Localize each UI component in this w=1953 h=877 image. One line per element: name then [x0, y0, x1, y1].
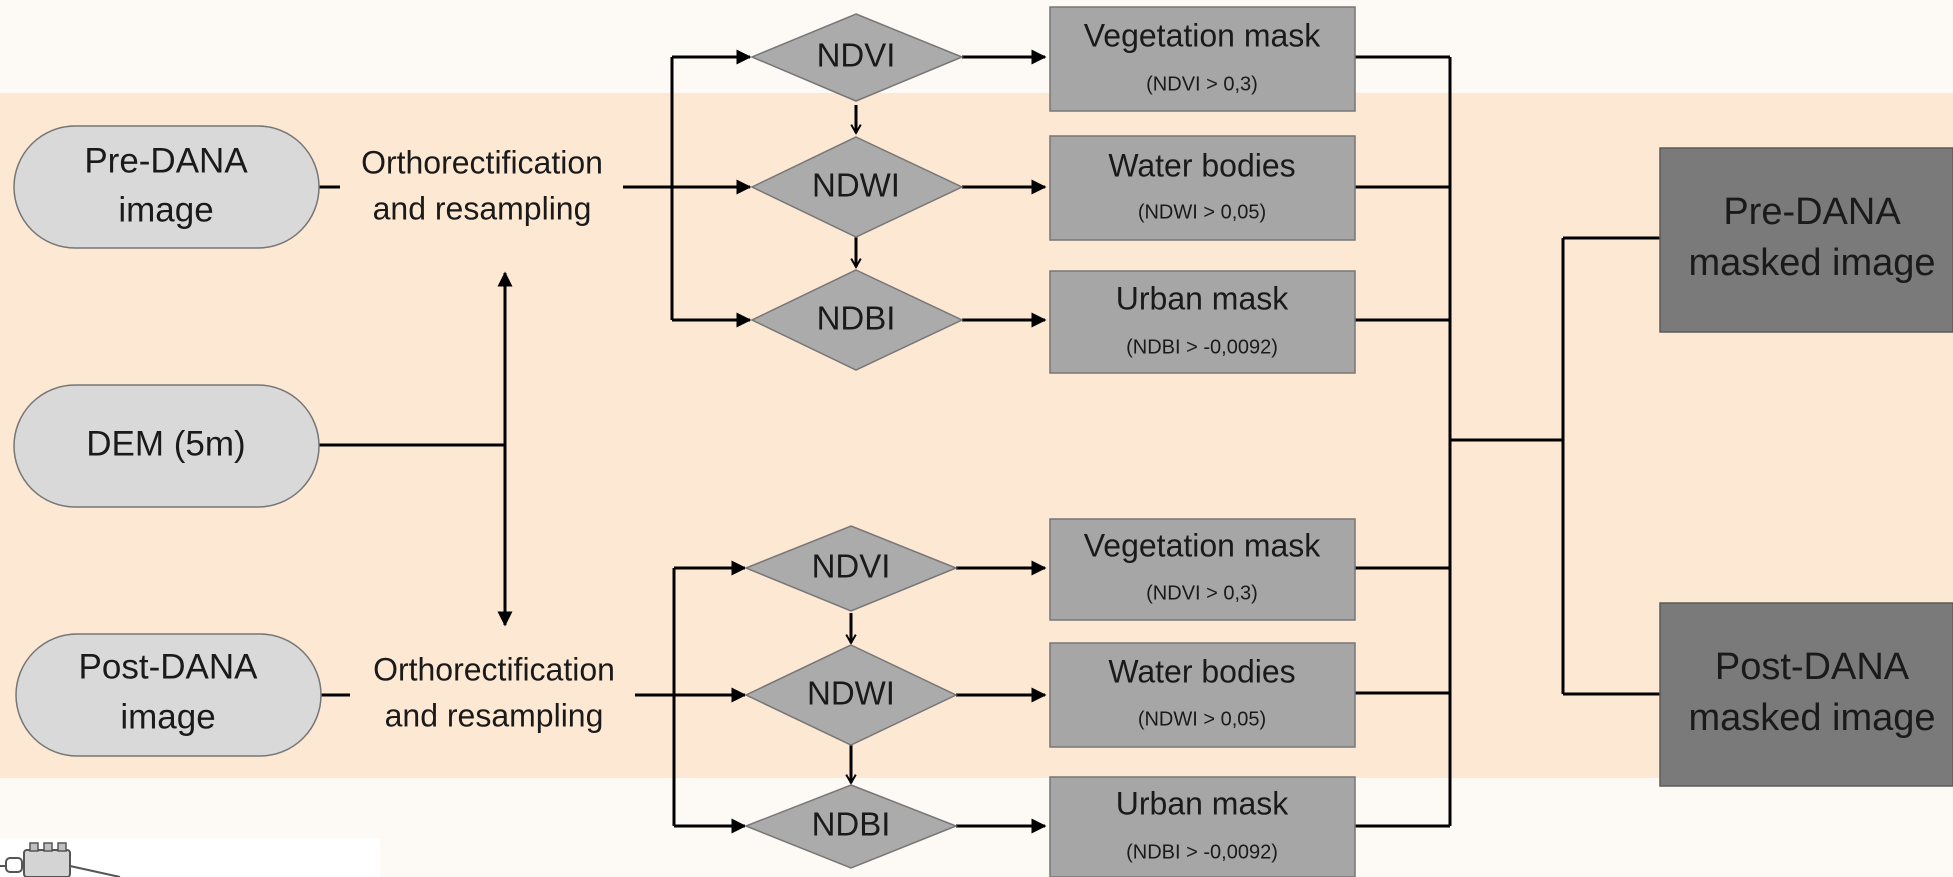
input-pre-dana-image: Pre-DANA image: [13, 125, 320, 249]
input-post-line2: image: [120, 697, 215, 736]
diamond-bottom-ndwi: NDWI: [744, 644, 958, 746]
process-post-line1: Orthorectification: [373, 651, 615, 687]
diamond-bottom-ndbi-label: NDBI: [812, 806, 891, 843]
diamond-bottom-ndvi-label: NDVI: [812, 548, 891, 585]
mask-top-urban-cond: (NDBI > -0,0092): [1126, 336, 1278, 358]
diamond-top-ndbi-label: NDBI: [817, 300, 896, 337]
output-post-line1: Post-DANA: [1715, 646, 1910, 688]
process-pre: Orthorectification and resampling: [361, 144, 603, 226]
output-post-dana-masked: Post-DANA masked image: [1659, 602, 1953, 787]
mask-top-vegetation-cond: (NDVI > 0,3): [1146, 73, 1258, 95]
diamond-top-ndwi-label: NDWI: [812, 167, 900, 204]
mask-bottom-vegetation: Vegetation mask (NDVI > 0,3): [1049, 518, 1356, 621]
mask-top-water: Water bodies (NDWI > 0,05): [1049, 135, 1356, 241]
process-post-line2: and resampling: [385, 697, 604, 733]
mask-top-urban: Urban mask (NDBI > -0,0092): [1049, 270, 1356, 374]
input-dem: DEM (5m): [13, 384, 320, 508]
mask-bottom-vegetation-title: Vegetation mask: [1084, 527, 1322, 563]
robot-icon: [0, 838, 380, 877]
diamond-top-ndvi: NDVI: [750, 13, 964, 102]
input-pre-line2: image: [118, 190, 213, 229]
mask-bottom-urban: Urban mask (NDBI > -0,0092): [1049, 776, 1356, 877]
diamond-bottom-ndwi-label: NDWI: [807, 675, 895, 712]
diamond-bottom-ndvi: NDVI: [744, 525, 958, 612]
input-post-line1: Post-DANA: [79, 647, 259, 686]
mask-bottom-urban-title: Urban mask: [1116, 785, 1290, 821]
mask-bottom-water-cond: (NDWI > 0,05): [1138, 708, 1266, 730]
background-band: [0, 93, 1953, 778]
mask-bottom-urban-cond: (NDBI > -0,0092): [1126, 841, 1278, 863]
output-post-line2: masked image: [1688, 697, 1935, 739]
output-pre-line1: Pre-DANA: [1723, 191, 1901, 233]
diamond-top-ndwi: NDWI: [750, 136, 964, 238]
mask-top-vegetation-title: Vegetation mask: [1084, 17, 1322, 53]
process-pre-line1: Orthorectification: [361, 144, 603, 180]
input-pre-line1: Pre-DANA: [84, 141, 248, 180]
mask-top-water-title: Water bodies: [1108, 147, 1295, 183]
input-dem-label: DEM (5m): [86, 424, 245, 463]
connectors: [318, 49, 1660, 834]
mask-top-vegetation: Vegetation mask (NDVI > 0,3): [1049, 6, 1356, 112]
mask-top-water-cond: (NDWI > 0,05): [1138, 201, 1266, 223]
process-post: Orthorectification and resampling: [373, 651, 615, 733]
mask-bottom-vegetation-cond: (NDVI > 0,3): [1146, 582, 1258, 604]
output-pre-dana-masked: Pre-DANA masked image: [1659, 147, 1953, 333]
diamond-bottom-ndbi: NDBI: [743, 784, 959, 869]
process-pre-line2: and resampling: [373, 190, 592, 226]
mask-bottom-water: Water bodies (NDWI > 0,05): [1049, 642, 1356, 748]
mask-top-urban-title: Urban mask: [1116, 280, 1290, 316]
mask-bottom-water-title: Water bodies: [1108, 653, 1295, 689]
diamond-top-ndbi: NDBI: [750, 269, 964, 371]
diamond-top-ndvi-label: NDVI: [817, 37, 896, 74]
input-post-dana-image: Post-DANA image: [15, 633, 322, 757]
output-pre-line2: masked image: [1688, 242, 1935, 284]
